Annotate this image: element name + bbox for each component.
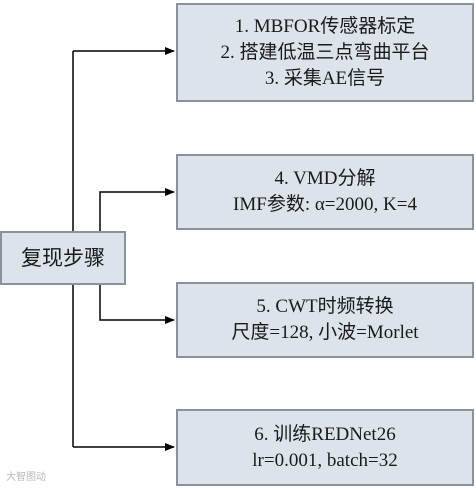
step-3-line-1: 5. CWT时频转换 xyxy=(256,296,394,317)
watermark-logo: 大智图动 xyxy=(6,468,46,483)
watermark-text: 大智图动 xyxy=(6,472,46,483)
step-4-line-2: lr=0.001, batch=32 xyxy=(252,449,398,471)
step-node-4: 6. 训练REDNet26 lr=0.001, batch=32 xyxy=(176,409,474,486)
root-node: 复现步骤 xyxy=(0,231,126,285)
arrow-to-step-3 xyxy=(99,285,175,324)
step-node-1: 1. MBFOR传感器标定 2. 搭建低温三点弯曲平台 3. 采集AE信号 xyxy=(176,3,474,102)
step-3-line-2: 尺度=128, 小波=Morlet xyxy=(231,322,419,343)
step-1-line-3: 3. 采集AE信号 xyxy=(264,67,386,89)
step-4-line-1: 6. 训练REDNet26 xyxy=(254,423,396,445)
step-1-line-1: 1. MBFOR传感器标定 xyxy=(234,15,416,37)
root-node-label: 复现步骤 xyxy=(21,246,105,270)
step-1-line-2: 2. 搭建低温三点弯曲平台 xyxy=(220,41,430,63)
step-node-2: 4. VMD分解 IMF参数: α=2000, K=4 xyxy=(176,154,474,230)
step-2-line-1: 4. VMD分解 xyxy=(274,168,376,189)
step-2-line-2: IMF参数: α=2000, K=4 xyxy=(233,194,417,215)
arrow-to-step-2 xyxy=(99,188,175,231)
step-node-3: 5. CWT时频转换 尺度=128, 小波=Morlet xyxy=(176,282,474,358)
